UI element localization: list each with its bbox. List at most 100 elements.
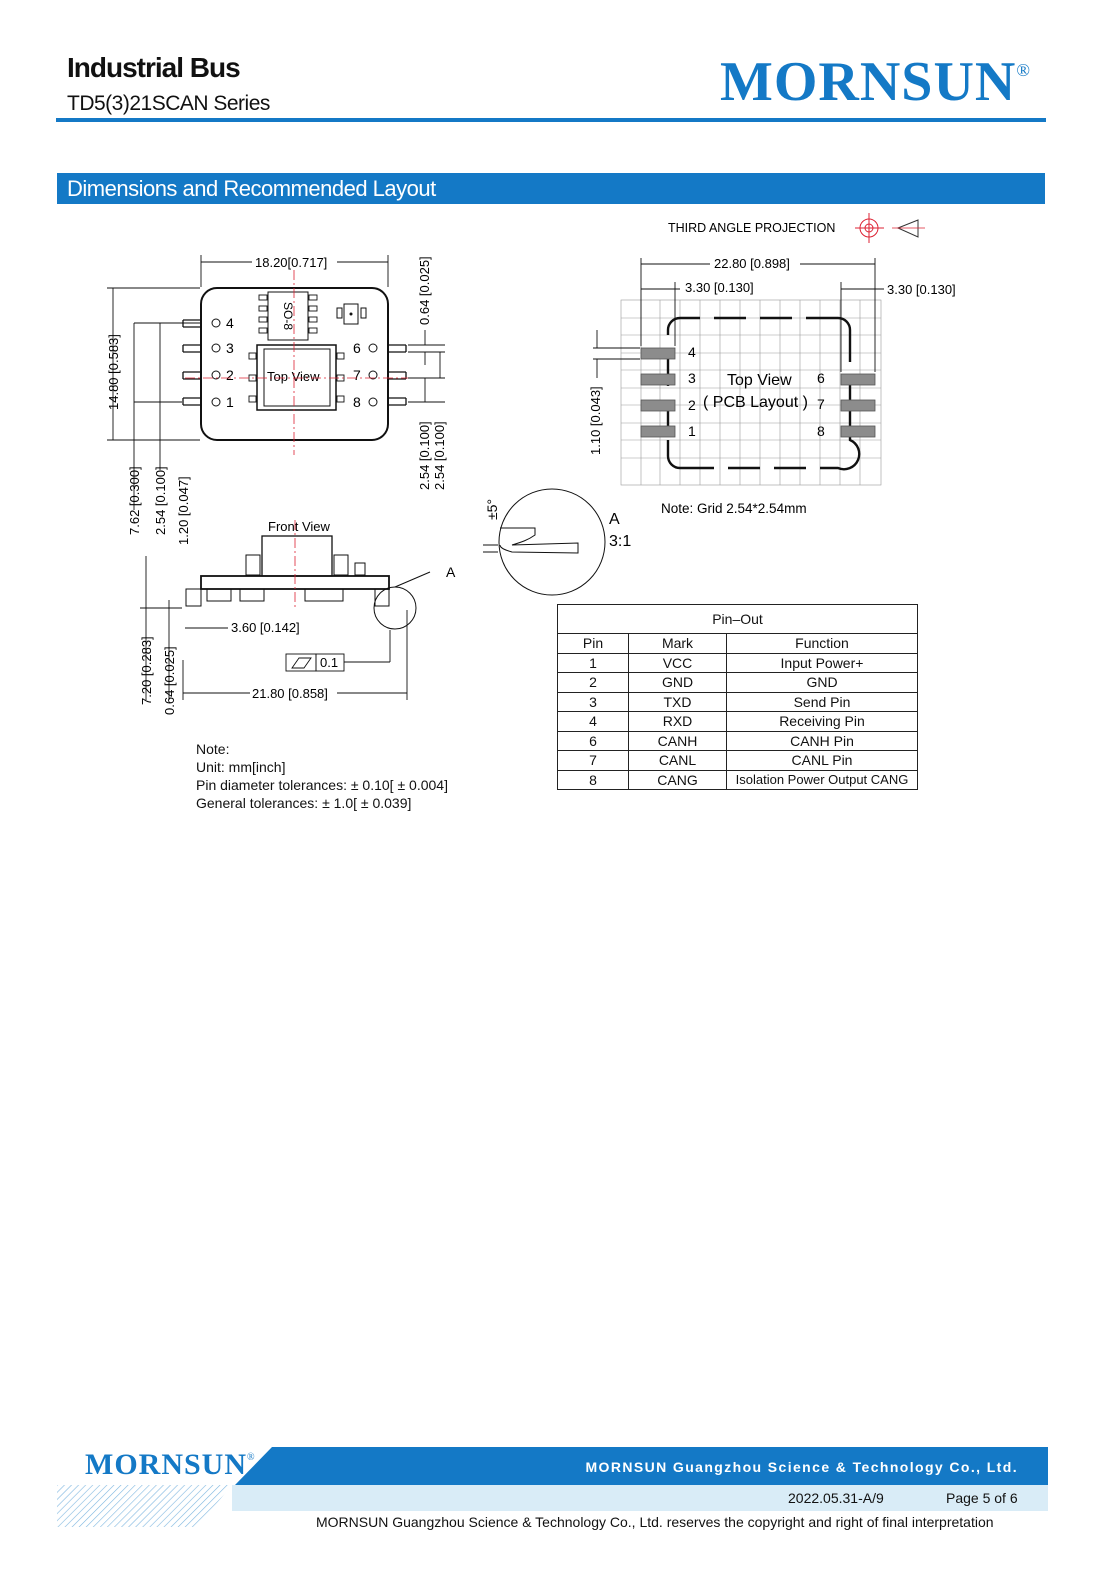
dim-120: 1.20 [0.047] [176, 476, 191, 545]
detail-a [483, 488, 606, 596]
cell-mark: VCC [628, 652, 727, 673]
dim-height: 14.80 [0.583] [106, 334, 121, 410]
flatness-value: 0.1 [320, 655, 338, 670]
cell-function: CANL Pin [726, 750, 918, 771]
notes: Note: Unit: mm[inch] Pin diameter tolera… [196, 740, 448, 812]
section-title: Dimensions and Recommended Layout [57, 173, 1045, 204]
dim-2180: 21.80 [0.858] [252, 686, 328, 701]
cell-mark: RXD [628, 711, 727, 732]
cell-pin: 4 [557, 711, 629, 732]
footer-hatch [57, 1485, 232, 1527]
note-line: Unit: mm[inch] [196, 759, 286, 775]
pin-label: 4 [226, 315, 234, 331]
pad-label: 4 [688, 344, 696, 360]
dim-064: 0.64 [0.025] [162, 646, 177, 715]
detail-label: A [609, 511, 620, 528]
angle-label: ±5° [484, 499, 500, 520]
pin-label: 2 [226, 367, 234, 383]
pin-label: 3 [226, 340, 234, 356]
notes-title: Note: [196, 741, 230, 757]
dim-762: 7.62 [0.300] [127, 466, 142, 535]
cell-mark: GND [628, 672, 727, 693]
footer-logo-text: MORNSUN [85, 1448, 247, 1481]
top-view-label: Top View [267, 369, 320, 384]
cell-function: CANH Pin [726, 730, 918, 751]
pin-label: 6 [353, 340, 361, 356]
dim-pitch: 2.54 [0.100] [417, 421, 432, 490]
footer-info-bar [232, 1485, 1048, 1511]
cell-pin: 3 [557, 691, 629, 712]
dim-254: 2.54 [0.100] [153, 466, 168, 535]
footer-logo: MORNSUN® [85, 1448, 256, 1482]
detail-scale: 3:1 [609, 533, 631, 550]
dim-720: 7.20 [0.283] [139, 636, 154, 705]
pad-label: 1 [688, 423, 696, 439]
pad-label: 6 [817, 370, 825, 386]
front-view [185, 535, 431, 630]
cell-function: GND [726, 672, 918, 693]
cell-function: Send Pin [726, 691, 918, 712]
pcb-dim-pad-right: 3.30 [0.130] [887, 282, 956, 297]
document-title: Industrial Bus [67, 52, 241, 83]
pcb-dim-pad-height: 1.10 [0.043] [588, 386, 603, 455]
front-view-label: Front View [268, 519, 331, 534]
cell-pin: 7 [557, 750, 629, 771]
page-number: Page 5 of 6 [946, 1490, 1018, 1506]
cell-mark: TXD [628, 691, 727, 712]
pcb-dim-pad-left: 3.30 [0.130] [685, 280, 754, 295]
pcb-grid [620, 299, 882, 486]
cone-icon [896, 219, 919, 238]
dim-360: 3.60 [0.142] [231, 620, 300, 635]
header-rule [56, 118, 1046, 122]
projection-label: THIRD ANGLE PROJECTION [668, 221, 835, 235]
registered-mark: ® [1016, 60, 1032, 80]
logo-text: MORNSUN [720, 51, 1017, 113]
dim-pitch: 2.54 [0.100] [432, 421, 447, 490]
table-header-row: Pin Mark Function [557, 633, 918, 654]
mornsun-logo: MORNSUN® [720, 50, 1031, 114]
cell-mark: CANH [628, 730, 727, 751]
column-header: Mark [628, 633, 727, 654]
table-title-row: Pin–Out [557, 604, 918, 634]
column-header: Function [726, 633, 918, 654]
cell-function: Isolation Power Output CANG [726, 769, 918, 790]
footer-date: 2022.05.31-A/9 [788, 1490, 884, 1506]
footer-registered-mark: ® [247, 1452, 256, 1463]
footer-copyright: MORNSUN Guangzhou Science & Technology C… [316, 1514, 994, 1530]
cell-mark: CANL [628, 750, 727, 771]
cell-pin: 8 [557, 769, 629, 790]
series-name: TD5(3)21SCAN Series [67, 92, 270, 115]
dim-lead-thickness: 0.64 [0.025] [417, 256, 432, 325]
column-header: Pin [557, 633, 629, 654]
footer-bar-slant [235, 1447, 272, 1485]
pcb-pads [640, 347, 876, 438]
detail-mark: A [446, 564, 456, 580]
pin-label: 8 [353, 394, 361, 410]
note-line: Pin diameter tolerances: ± 0.10[ ± 0.004… [196, 777, 448, 793]
pcb-outline [666, 316, 861, 471]
pcb-dim-width: 22.80 [0.898] [714, 256, 790, 271]
cell-pin: 2 [557, 672, 629, 693]
footer-company: MORNSUN Guangzhou Science & Technology C… [272, 1447, 1048, 1485]
pad-label: 8 [817, 423, 825, 439]
pad-label: 3 [688, 370, 696, 386]
pin-label: 7 [353, 367, 361, 383]
table-title: Pin–Out [557, 604, 918, 634]
grid-note: Note: Grid 2.54*2.54mm [661, 501, 807, 516]
pcb-layout-label: ( PCB Layout ) [703, 394, 808, 411]
pcb-top-view-label: Top View [727, 372, 792, 389]
cell-function: Input Power+ [726, 652, 918, 673]
note-line: General tolerances: ± 1.0[ ± 0.039] [196, 795, 412, 811]
dim-width: 18.20[0.717] [255, 255, 327, 270]
cell-pin: 6 [557, 730, 629, 751]
pad-label: 7 [817, 396, 825, 412]
